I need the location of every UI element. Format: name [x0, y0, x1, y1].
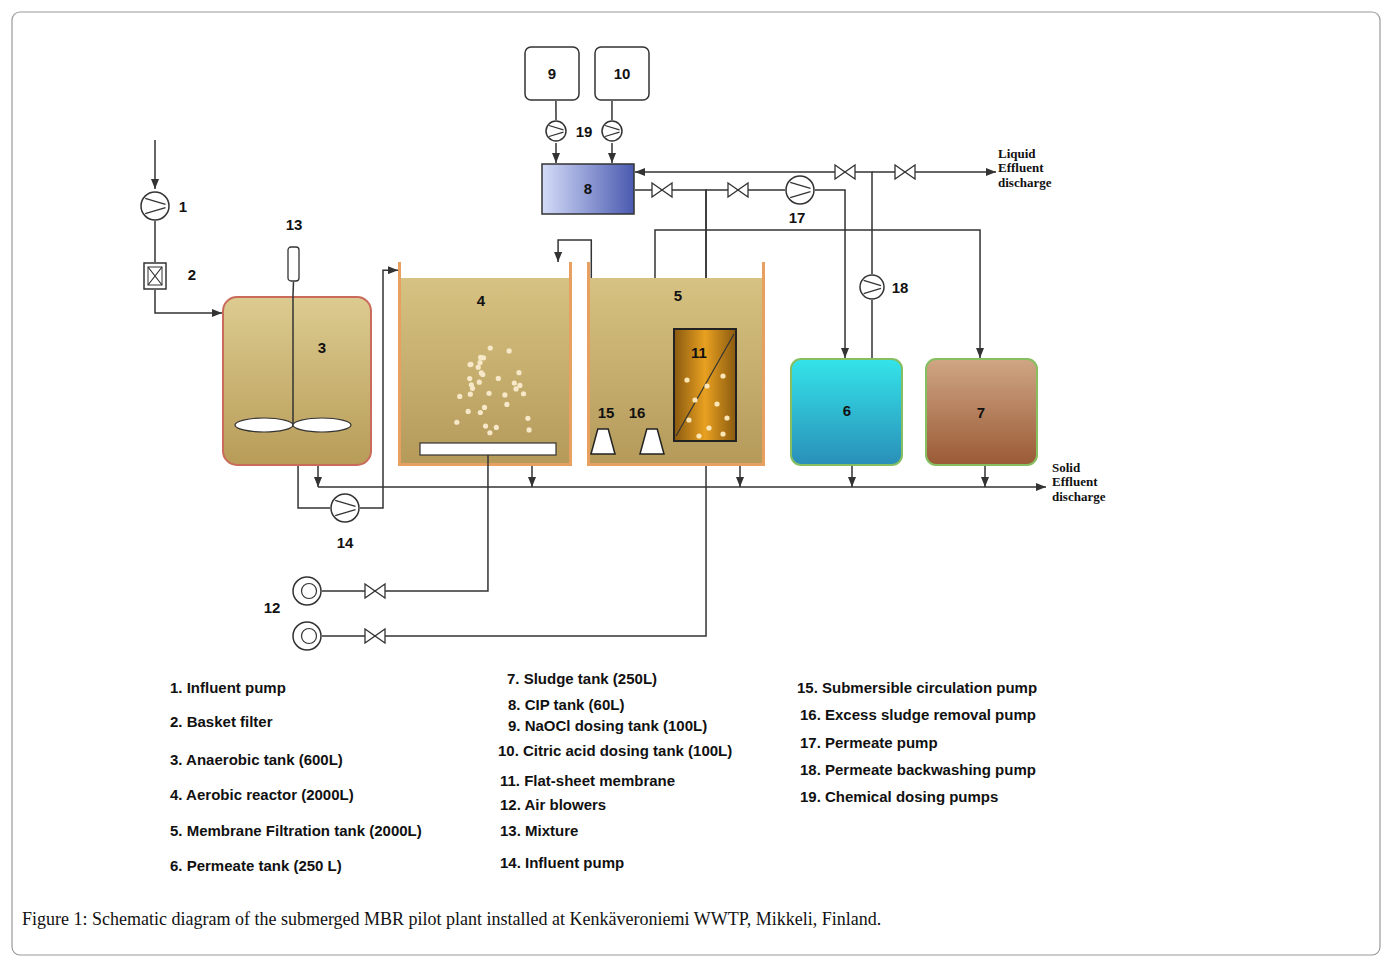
callout-number: 2	[188, 266, 196, 283]
dosing-pumps: 19	[540, 120, 628, 143]
legend-item: 9. NaOCl dosing tank (100L)	[508, 717, 707, 734]
pipe-connector	[871, 300, 873, 358]
flat-sheet-membrane: 11	[673, 328, 737, 442]
drain-pipe	[739, 466, 741, 487]
callout-number: 6	[843, 402, 851, 419]
pipe-connector	[322, 442, 706, 636]
permeate-pump: 17	[785, 175, 815, 205]
callout-number: 4	[477, 292, 485, 309]
permeate-tank: 6	[790, 358, 903, 466]
callout-number: 5	[674, 287, 682, 304]
discharge-label: Solid Effluent discharge	[1052, 461, 1118, 504]
valve-symbol	[365, 584, 385, 598]
callout-number: 19	[576, 123, 593, 140]
legend-item: 4. Aerobic reactor (2000L)	[170, 786, 354, 803]
legend-item: 16. Excess sludge removal pump	[800, 706, 1036, 723]
figure-caption: Figure 1: Schematic diagram of the subme…	[22, 909, 881, 930]
sludge-discharge-pipe	[318, 486, 1046, 488]
drain-pipe	[984, 466, 986, 487]
trap-shape	[639, 428, 665, 455]
callout-number: 18	[892, 279, 909, 296]
pipe-connector	[155, 290, 222, 313]
aerobic-reactor: 4	[398, 262, 572, 466]
legend-item: 7. Sludge tank (250L)	[507, 670, 657, 687]
callout-number: 12	[264, 599, 281, 616]
anaerobic-tank: 3	[222, 296, 372, 466]
legend-item: 17. Permeate pump	[800, 734, 938, 751]
blowers-shape	[292, 576, 322, 651]
callout-number: 3	[318, 339, 326, 356]
legend-item: 15. Submersible circulation pump	[797, 679, 1037, 696]
inflow-pipe	[154, 140, 156, 189]
valve-symbol	[835, 165, 855, 179]
valve-symbol	[365, 629, 385, 643]
legend-item: 2. Basket filter	[170, 713, 273, 730]
pipe-connector	[555, 143, 557, 163]
legend-item: 19. Chemical dosing pumps	[800, 788, 998, 805]
influent-pump: 1	[140, 191, 170, 221]
pump-shape	[140, 191, 170, 221]
drain-pipe	[317, 466, 319, 487]
legend-item: 1. Influent pump	[170, 679, 286, 696]
legend-item: 12. Air blowers	[500, 796, 606, 813]
callout-number: 1	[179, 198, 187, 215]
valve-symbol	[895, 165, 915, 179]
callout-number: 14	[337, 534, 354, 551]
liquid-discharge-pipe	[872, 171, 996, 173]
callout-number: 16	[629, 404, 646, 421]
legend-item: 6. Permeate tank (250 L)	[170, 857, 342, 874]
callout-number: 13	[286, 216, 303, 233]
valve-symbol	[728, 183, 748, 197]
basket-filter: 2	[143, 262, 167, 290]
trap-shape	[590, 428, 616, 455]
cip-tank: 8	[541, 163, 635, 215]
pipe-connector	[611, 101, 613, 120]
filter-shape	[143, 262, 167, 290]
pipe-connector	[322, 466, 488, 591]
callout-number: 9	[548, 65, 556, 82]
legend-item: 14. Influent pump	[500, 854, 624, 871]
sludge-pump: 16	[639, 428, 665, 455]
discharge-label: Liquid Effluent discharge	[998, 147, 1064, 190]
sludge-tank: 7	[925, 358, 1038, 466]
legend-item: 11. Flat-sheet membrane	[500, 772, 675, 789]
pump-shape	[859, 274, 885, 300]
dosing-pipe	[611, 143, 613, 163]
pipe-connector	[292, 282, 294, 296]
legend-item: 10. Citric acid dosing tank (100L)	[498, 742, 732, 759]
callout-number: 7	[977, 404, 985, 421]
air-blowers: 12	[292, 576, 322, 651]
circulation-pump: 15	[590, 428, 616, 455]
mixer: 13	[287, 246, 300, 282]
dosing-tank: 10	[594, 46, 650, 101]
tank3-shape	[222, 296, 372, 466]
callout-number: 11	[691, 344, 707, 361]
callout-number: 10	[614, 65, 631, 82]
callout-number: 8	[584, 180, 592, 197]
legend-item: 13. Mixture	[500, 822, 578, 839]
pump-shape	[330, 493, 360, 523]
callout-number: 15	[598, 404, 615, 421]
legend-item: 8. CIP tank (60L)	[508, 696, 624, 713]
influent-pump: 14	[330, 493, 360, 523]
legend-item: 5. Membrane Filtration tank (2000L)	[170, 822, 422, 839]
callout-number: 17	[789, 209, 806, 226]
pump-shape	[785, 175, 815, 205]
mixer-shape	[287, 246, 300, 282]
pipe-connector	[154, 221, 156, 262]
backwash-pump: 18	[859, 274, 885, 300]
membrane-tank: 15 16 11 5	[587, 262, 765, 466]
drain-pipe	[531, 466, 533, 487]
dosing-tank: 9	[524, 46, 580, 101]
drain-pipe	[851, 466, 853, 487]
valve-symbol	[652, 183, 672, 197]
legend-item: 18. Permeate backwashing pump	[800, 761, 1036, 778]
pipe-connector	[555, 101, 557, 120]
pipe-connector	[815, 190, 845, 358]
legend-item: 3. Anaerobic tank (600L)	[170, 751, 343, 768]
pipe-connector	[635, 172, 872, 274]
